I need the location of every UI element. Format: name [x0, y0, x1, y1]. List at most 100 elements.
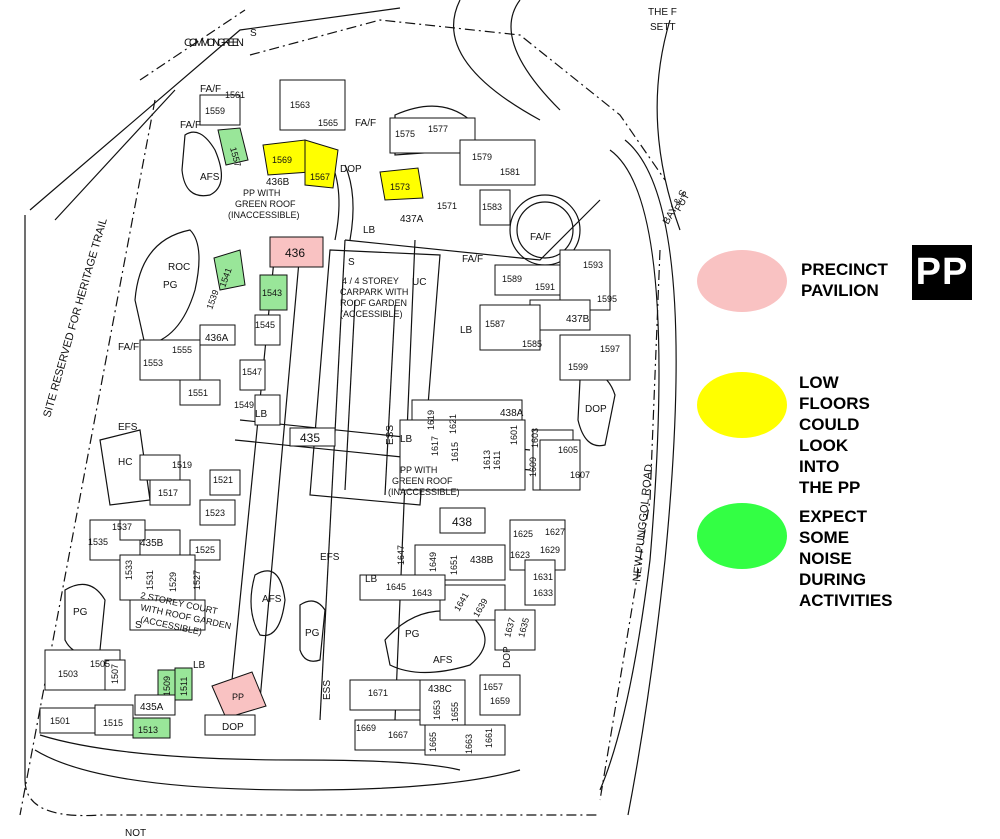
- block-label-1535: 1535: [88, 537, 108, 547]
- label-dop-top: DOP: [340, 164, 362, 175]
- label-pp-roof-mid-1: PP WITH: [400, 465, 437, 475]
- block-label-1625: 1625: [513, 529, 533, 539]
- afs-mid: [250, 570, 286, 637]
- block-label-436: 436: [285, 246, 305, 260]
- block-label-1569: 1569: [272, 155, 292, 165]
- block-label-1583: 1583: [482, 202, 502, 212]
- block-label-1605: 1605: [558, 445, 578, 455]
- block-label-1591: 1591: [535, 282, 555, 292]
- label-bottom: NOT: [125, 828, 146, 839]
- label-pp-roof-top-1: PP WITH: [243, 188, 280, 198]
- block-label-1655: 1655: [450, 702, 460, 722]
- label-ess-1: ESS: [385, 425, 396, 445]
- block-label-1629: 1629: [540, 545, 560, 555]
- label-pg-mid: PG: [305, 628, 320, 639]
- block-label-1573: 1573: [390, 182, 410, 192]
- roundabout-inner: [516, 201, 574, 259]
- block-label-1619: 1619: [426, 410, 436, 430]
- pavilion-highlights: [211, 236, 324, 719]
- block-label-1599: 1599: [568, 362, 588, 372]
- label-s-3: S: [135, 620, 142, 631]
- walkway-north-2: [344, 164, 354, 241]
- block-1567: [304, 139, 339, 189]
- label-lb-3: LB: [400, 434, 413, 445]
- label-fa-f-2: FA/F: [180, 120, 201, 131]
- label-fa-f-6: FA/F: [118, 342, 139, 353]
- carpark-outline: [309, 249, 441, 506]
- road-curve-top: [510, 0, 561, 111]
- block-label-1575: 1575: [395, 129, 415, 139]
- road-curve-top-right: [656, 19, 681, 231]
- block-label-1631: 1631: [533, 572, 553, 582]
- block-label-1589: 1589: [502, 274, 522, 284]
- label-hc: HC: [118, 457, 132, 468]
- carpark-line: [344, 299, 356, 491]
- block-1543: [259, 274, 288, 311]
- block-label-438c: 438C: [428, 684, 452, 695]
- label-pg-bottom: PG: [73, 607, 88, 618]
- boundary-top-left: [139, 9, 246, 81]
- block-label-1649: 1649: [428, 552, 438, 572]
- legend-swatch-noise: [697, 503, 787, 569]
- block-436-pavilion: [269, 236, 324, 268]
- label-uc: UC: [412, 277, 426, 288]
- block-label-1561: 1561: [225, 90, 245, 100]
- block-label-1621: 1621: [448, 414, 458, 434]
- label-carpark-4: (ACCESSIBLE): [340, 309, 403, 319]
- label-s-1: S: [250, 28, 257, 39]
- block-label-1611: 1611: [492, 451, 502, 470]
- walkway-top: [344, 199, 601, 261]
- block-label-1523: 1523: [205, 508, 225, 518]
- legend-label-low-floors: LOW FLOORS COULD LOOK INTO THE PP: [799, 373, 870, 497]
- label-efs-left: EFS: [118, 422, 138, 433]
- afs-pond-top: [181, 131, 222, 197]
- block-label-1559: 1559: [205, 106, 225, 116]
- block-label-1503: 1503: [58, 669, 78, 679]
- block-label-1663: 1663: [464, 734, 474, 754]
- block-label-438a: 438A: [500, 408, 524, 419]
- label-pp-roof-mid-3: (INACCESSIBLE): [388, 487, 460, 497]
- label-s-2: S: [348, 257, 355, 268]
- block-label-1517: 1517: [158, 488, 178, 498]
- label-pp-roof-top-3: (INACCESSIBLE): [228, 210, 300, 220]
- pg-afs-right: [384, 610, 486, 674]
- label-dop-bottom: DOP: [222, 722, 244, 733]
- label-fa-f-5: FA/F: [462, 254, 483, 265]
- block-label-438b: 438B: [470, 555, 494, 566]
- label-lb-2: LB: [255, 409, 268, 420]
- block-label-1661: 1661: [484, 728, 494, 748]
- block-label-1659: 1659: [490, 696, 510, 706]
- block-label-1647: 1647: [396, 545, 406, 565]
- block-label-1567: 1567: [310, 172, 330, 182]
- block-label-1501: 1501: [50, 716, 70, 726]
- block-1557: [217, 127, 249, 166]
- block-label-1617: 1617: [430, 436, 440, 456]
- block-label-1609: 1609: [528, 457, 538, 477]
- label-pp-roof-mid-2: GREEN ROOF: [392, 476, 453, 486]
- block-label-1615: 1615: [450, 442, 460, 462]
- label-pp-pavilion: PP: [232, 692, 244, 702]
- block-label-1585: 1585: [522, 339, 542, 349]
- block-label-435a: 435A: [140, 702, 164, 713]
- label-fa-f-4: FA/F: [530, 232, 551, 243]
- pg-mid: [299, 600, 326, 662]
- pp-pavilion-bottom: [211, 671, 267, 719]
- label-heritage-trail: SITE RESERVED FOR HERITAGE TRAIL: [41, 217, 109, 419]
- legend-label-pavilion: PRECINCT PAVILION: [801, 260, 888, 300]
- label-lb-4: LB: [365, 574, 378, 585]
- block-label-1665: 1665: [428, 732, 438, 752]
- block-label-1511: 1511: [179, 677, 189, 696]
- block-label-1595: 1595: [597, 294, 617, 304]
- road-outline-top: [29, 7, 401, 211]
- label-pg-right: PG: [405, 629, 420, 640]
- block-label-1577: 1577: [428, 124, 448, 134]
- block-1573: [379, 167, 424, 201]
- block-label-1525: 1525: [195, 545, 215, 555]
- block-label-1533: 1533: [124, 560, 134, 580]
- block-label-1547: 1547: [242, 367, 262, 377]
- block-label-1571: 1571: [437, 201, 457, 211]
- block-label-1551: 1551: [188, 388, 208, 398]
- label-common-green: COMMON GREEN: [184, 37, 244, 49]
- block-label-437b: 437B: [566, 314, 590, 325]
- block-label-1565: 1565: [318, 118, 338, 128]
